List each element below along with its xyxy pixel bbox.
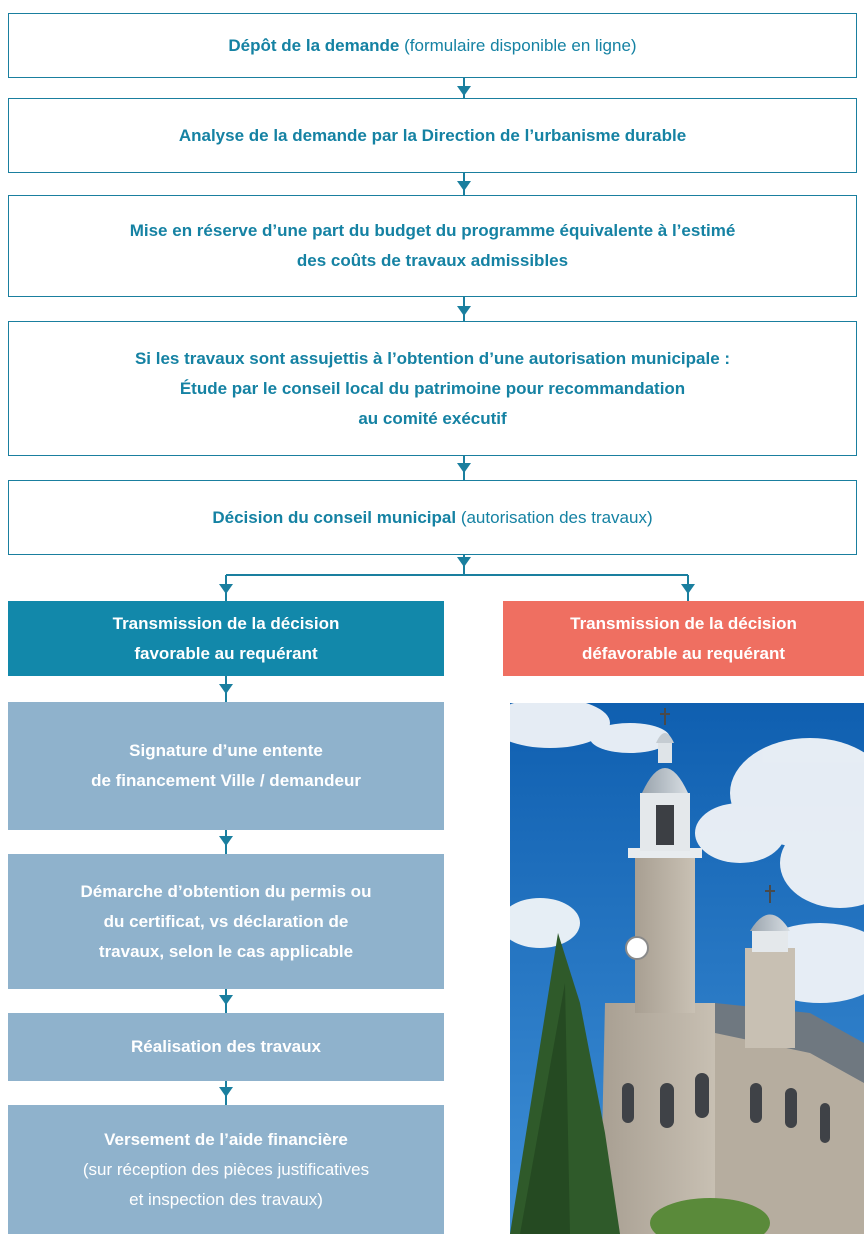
arrowhead xyxy=(457,306,471,316)
step-analyse-demande: Analyse de la demande par la Direction d… xyxy=(8,98,857,173)
favorable-line2: favorable au requérant xyxy=(134,643,318,663)
step-etude-line3: au comité exécutif xyxy=(358,408,507,428)
step-depot-text: Dépôt de la demande (formulaire disponib… xyxy=(228,31,636,61)
step-decision-favorable: Transmission de la décision favorable au… xyxy=(8,601,444,676)
clock-face xyxy=(625,936,649,960)
step-versement-aide: Versement de l’aide financière (sur réce… xyxy=(8,1105,444,1234)
step-decision-normal: (autorisation des travaux) xyxy=(456,507,653,527)
versement-line2: (sur réception des pièces justificatives xyxy=(82,1159,370,1179)
step-etude-line1: Si les travaux sont assujettis à l’obten… xyxy=(134,348,731,368)
step-etude-line2: Étude par le conseil local du patrimoine… xyxy=(179,378,686,398)
step-decision-text: Décision du conseil municipal (autorisat… xyxy=(212,503,652,533)
side-tower-dome xyxy=(750,914,790,931)
versement-line3: et inspection des travaux) xyxy=(129,1189,323,1209)
arrowhead xyxy=(457,86,471,96)
arrowhead xyxy=(219,836,233,846)
lantern-dome xyxy=(656,733,674,743)
arrowhead xyxy=(681,584,695,594)
main-tower xyxy=(635,853,695,1013)
side-tower-belfry xyxy=(752,928,788,952)
step-depot-demande: Dépôt de la demande (formulaire disponib… xyxy=(8,13,857,78)
favorable-line1: Transmission de la décision xyxy=(112,613,340,633)
signature-line2: de financement Ville / demandeur xyxy=(91,771,361,790)
step-signature-entente: Signature d’une entente de financement V… xyxy=(8,702,444,830)
tower-dome xyxy=(642,768,688,793)
step-etude-patrimoine: Si les travaux sont assujettis à l’obten… xyxy=(8,321,857,456)
step-analyse-text: Analyse de la demande par la Direction d… xyxy=(178,125,687,145)
arrowhead xyxy=(457,463,471,473)
step-decision-defavorable: Transmission de la décision défavorable … xyxy=(503,601,864,676)
side-tower xyxy=(745,948,795,1048)
tower-balustrade xyxy=(628,848,702,858)
arrowhead xyxy=(219,1087,233,1097)
arrowhead xyxy=(219,995,233,1005)
step-mise-en-reserve: Mise en réserve d’une part du budget du … xyxy=(8,195,857,297)
versement-line1: Versement de l’aide financière xyxy=(104,1129,348,1149)
church-photo xyxy=(510,703,864,1234)
church-windows xyxy=(622,1073,830,1143)
belfry-window xyxy=(656,805,674,845)
church-nave xyxy=(715,1023,864,1234)
arrowhead xyxy=(457,181,471,191)
permis-line1: Démarche d’obtention du permis ou xyxy=(80,881,372,901)
arrowhead xyxy=(219,584,233,594)
step-decision-conseil: Décision du conseil municipal (autorisat… xyxy=(8,480,857,555)
step-decision-bold: Décision du conseil municipal xyxy=(212,507,457,527)
lantern xyxy=(658,741,672,763)
step-reserve-line1: Mise en réserve d’une part du budget du … xyxy=(129,221,736,240)
step-reserve-line2: des coûts de travaux admissibles xyxy=(296,251,569,270)
shrubs xyxy=(650,1198,770,1234)
permis-line3: travaux, selon le cas applicable xyxy=(98,941,354,961)
step-demarche-permis: Démarche d’obtention du permis ou du cer… xyxy=(8,854,444,989)
clouds xyxy=(510,703,864,1003)
signature-line1: Signature d’une entente xyxy=(129,741,323,760)
church-illustration xyxy=(510,703,864,1234)
step-depot-normal: (formulaire disponible en ligne) xyxy=(399,35,637,55)
arrowhead xyxy=(457,557,471,567)
step-depot-bold: Dépôt de la demande xyxy=(228,35,400,55)
realisation-text: Réalisation des travaux xyxy=(131,1037,321,1056)
defavorable-line1: Transmission de la décision xyxy=(570,613,797,633)
step-realisation-travaux: Réalisation des travaux xyxy=(8,1013,444,1081)
arrowhead xyxy=(219,684,233,694)
defavorable-line2: défavorable au requérant xyxy=(581,643,786,663)
permis-line2: du certificat, vs déclaration de xyxy=(103,911,349,931)
